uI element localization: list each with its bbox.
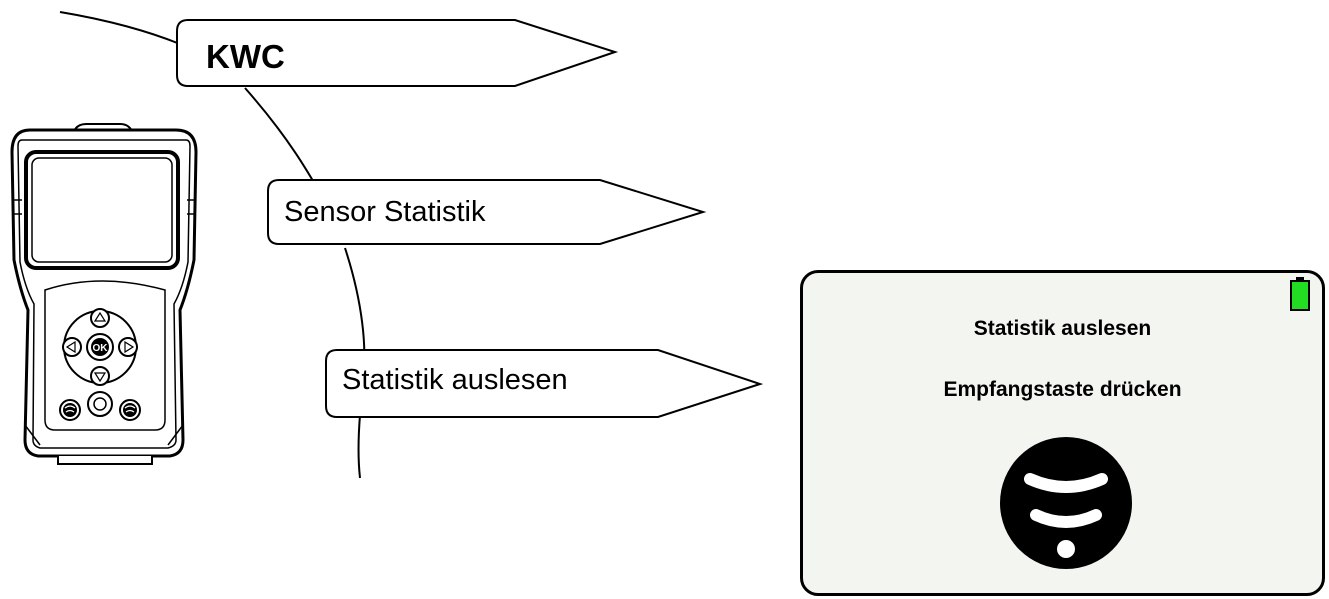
right-arrow-icon[interactable] bbox=[118, 337, 138, 357]
battery-full-icon bbox=[1290, 277, 1310, 311]
display-subtitle: Empfangstaste drücken bbox=[943, 378, 1182, 401]
up-arrow-icon[interactable] bbox=[90, 308, 110, 328]
menu-tag-label-kwc: KWC bbox=[206, 38, 285, 75]
menu-tag-level-3[interactable] bbox=[325, 349, 764, 418]
device-display-panel: Statistik auslesen Empfangstaste drücken bbox=[800, 270, 1325, 596]
down-arrow-icon[interactable] bbox=[90, 366, 110, 386]
receive-signal-icon bbox=[1000, 437, 1132, 569]
display-title: Statistik auslesen bbox=[973, 317, 1152, 340]
menu-tag-label-sensor-statistik: Sensor Statistik bbox=[284, 196, 486, 228]
device-bottom-foot bbox=[57, 456, 153, 465]
power-icon[interactable] bbox=[87, 391, 113, 417]
handheld-device bbox=[10, 123, 198, 465]
device-keypad-area bbox=[44, 280, 166, 431]
device-screen bbox=[24, 150, 180, 270]
menu-tag-label-statistik-auslesen: Statistik auslesen bbox=[342, 364, 568, 396]
menu-tag-level-1[interactable] bbox=[176, 19, 619, 87]
left-arrow-icon[interactable] bbox=[62, 337, 82, 357]
menu-tag-level-2[interactable] bbox=[267, 179, 707, 245]
connector-curve bbox=[59, 11, 366, 479]
ok-button-label: OK bbox=[93, 343, 109, 354]
